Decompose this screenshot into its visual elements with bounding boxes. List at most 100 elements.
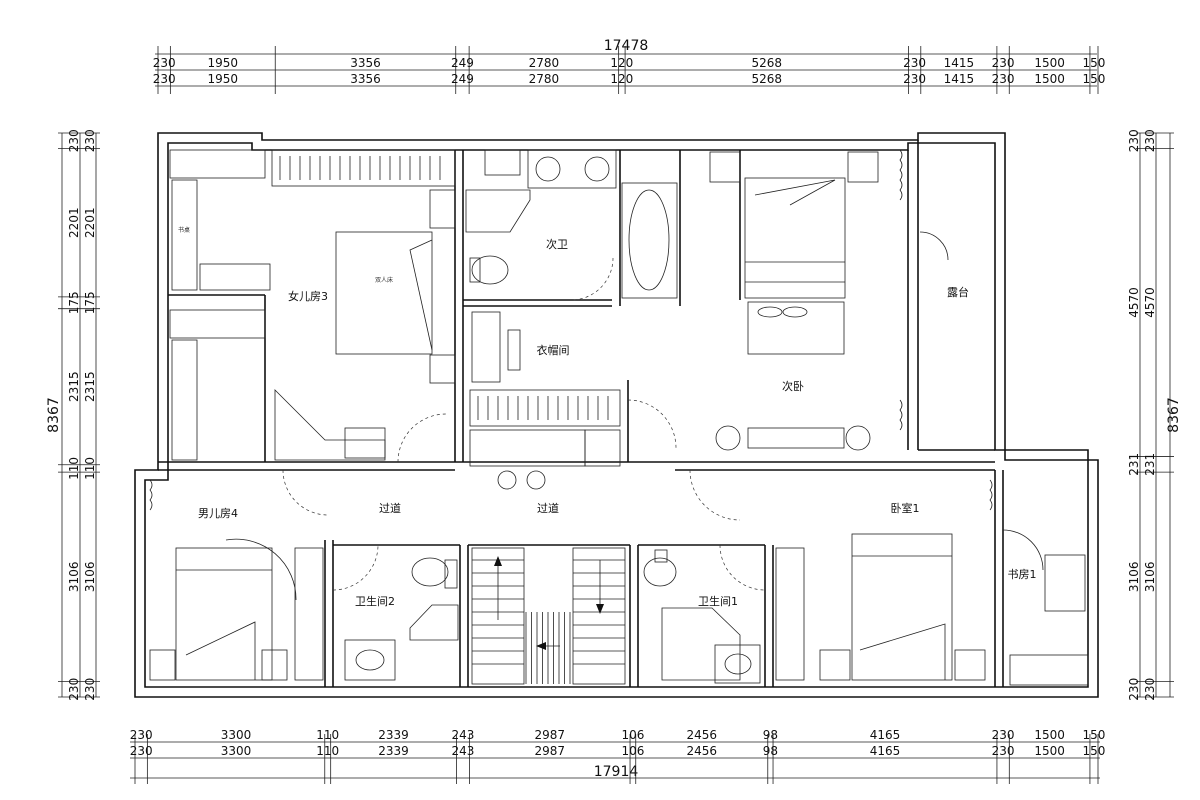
right-dim-segment-label: 4570 <box>1127 287 1141 318</box>
desk-study <box>1044 554 1086 612</box>
right-dim-segment-label: 230 <box>1143 678 1157 701</box>
left-dim-segment-label: 230 <box>67 678 81 701</box>
top-dim-segment-label: 230 <box>903 72 926 86</box>
desk-label: 书桌 <box>178 226 190 234</box>
bottom-dim-segment-label: 243 <box>451 728 474 742</box>
sofa-second-bedroom <box>747 301 845 355</box>
left-dim-segment-label: 3106 <box>67 562 81 593</box>
wardrobe-daughter-room <box>271 149 456 187</box>
top-dim-segment-label: 150 <box>1083 56 1106 70</box>
top-dim-segment-label: 5268 <box>751 56 782 70</box>
top-dim-segment-label: 3356 <box>350 56 381 70</box>
top-total-dimension: 17478 <box>604 38 649 54</box>
top-dim-segment-label: 120 <box>610 56 633 70</box>
left-dim-segment-label: 175 <box>83 291 97 314</box>
top-dim-segment-label: 230 <box>153 72 176 86</box>
label-balcony: 露台 <box>947 285 969 299</box>
label-second-bath: 次卫 <box>546 237 568 251</box>
bottom-dim-segment-label: 98 <box>763 744 778 758</box>
sink-second-bath <box>527 149 617 189</box>
left-dim-segment-label: 2201 <box>67 207 81 238</box>
label-corridor-left: 过道 <box>379 501 401 515</box>
bathtub <box>621 182 678 299</box>
label-second-bedroom: 次卧 <box>782 379 804 393</box>
top-dim-segment-label: 249 <box>451 72 474 86</box>
bottom-dim-segment-label: 2339 <box>378 744 409 758</box>
furniture: 双人床 书桌 <box>149 149 1089 686</box>
left-dim-segment-label: 2201 <box>83 207 97 238</box>
left-dimension-chain: 8367 230 2201 175 2315 110 3106 230 230 2201 175… <box>46 129 100 701</box>
top-dim-segment-label: 230 <box>992 56 1015 70</box>
bottom-dim-segment-label: 106 <box>621 728 644 742</box>
top-dim-segment-label: 1950 <box>208 72 239 86</box>
top-dim-segment-label: 3356 <box>350 72 381 86</box>
left-total-dimension: 8367 <box>46 397 62 433</box>
label-corridor-right: 过道 <box>537 501 559 515</box>
toilet-second-bath <box>471 255 509 285</box>
bottom-dim-segment-label: 2987 <box>534 728 565 742</box>
top-dim-segment-label: 1415 <box>944 72 975 86</box>
right-total-dimension: 8367 <box>1166 397 1182 433</box>
bottom-dim-segment-label: 230 <box>130 728 153 742</box>
outer-walls <box>134 132 1099 698</box>
bed-second-bedroom <box>744 177 846 299</box>
bottom-dim-segment-label: 230 <box>992 728 1015 742</box>
top-dim-segment-label: 230 <box>153 56 176 70</box>
interior-walls <box>158 140 1004 687</box>
bottom-dim-segment-label: 150 <box>1083 744 1106 758</box>
bottom-dim-segment-label: 2456 <box>686 744 717 758</box>
bottom-dim-segment-label: 106 <box>621 744 644 758</box>
label-master-bedroom: 卧室1 <box>891 501 920 515</box>
left-dim-segment-label: 110 <box>67 457 81 480</box>
left-dim-segment-label: 2315 <box>83 371 97 402</box>
bed-son-room <box>175 547 273 681</box>
right-dim-segment-label: 4570 <box>1143 287 1157 318</box>
bottom-dim-segment-label: 2339 <box>378 728 409 742</box>
bottom-dim-segment-label: 4165 <box>870 744 901 758</box>
top-dim-segment-label: 1950 <box>208 56 239 70</box>
bed-master-bedroom <box>851 533 953 681</box>
top-dim-segment-label: 1415 <box>944 56 975 70</box>
left-dim-segment-label: 3106 <box>83 562 97 593</box>
label-son-room: 男儿房4 <box>198 507 238 520</box>
top-dim-segment-label: 5268 <box>751 72 782 86</box>
doors <box>282 231 1044 591</box>
right-dim-segment-label: 230 <box>1143 129 1157 152</box>
toilet-bathroom-2 <box>411 557 449 587</box>
wardrobe-master-bedroom <box>775 547 805 681</box>
room-labels: 女儿房3 次卫 衣帽间 次卧 露台 过道 过道 男儿房4 卫生间2 卫生间1 卧… <box>198 237 1037 608</box>
bottom-dim-segment-label: 4165 <box>870 728 901 742</box>
bottom-dim-segment-label: 243 <box>451 744 474 758</box>
label-bathroom-2: 卫生间2 <box>355 594 395 608</box>
bottom-dim-segment-label: 2456 <box>686 728 717 742</box>
top-dim-segment-label: 150 <box>1083 72 1106 86</box>
top-dimension-chain: 17478 230 1950 3356 249 2780 120 5268 230 1415 23… <box>153 38 1106 94</box>
tv-cabinet <box>747 427 845 449</box>
label-daughter-room: 女儿房3 <box>288 289 328 303</box>
top-dim-segment-label: 2780 <box>529 56 560 70</box>
bottom-total-dimension: 17914 <box>594 764 639 780</box>
right-dim-segment-label: 3106 <box>1127 562 1141 593</box>
left-dim-segment-label: 230 <box>83 678 97 701</box>
bottom-dim-segment-label: 3300 <box>221 744 252 758</box>
left-dim-segment-label: 175 <box>67 291 81 314</box>
desk-daughter-room <box>171 179 198 291</box>
left-dim-segment-label: 2315 <box>67 371 81 402</box>
top-dim-segment-label: 1500 <box>1034 56 1065 70</box>
top-dim-segment-label: 1500 <box>1034 72 1065 86</box>
wardrobe-cloakroom <box>469 389 621 427</box>
left-dim-segment-label: 230 <box>83 129 97 152</box>
label-cloakroom: 衣帽间 <box>537 343 570 357</box>
staircase <box>471 547 626 685</box>
toilet-bathroom-1 <box>643 557 677 587</box>
sink-bathroom-1 <box>714 644 761 684</box>
wardrobe-son-room <box>294 547 324 681</box>
top-dim-segment-label: 230 <box>903 56 926 70</box>
bottom-dim-segment-label: 230 <box>992 744 1015 758</box>
top-dim-segment-label: 2780 <box>529 72 560 86</box>
right-dim-segment-label: 230 <box>1127 678 1141 701</box>
sink-bathroom-2 <box>344 639 396 681</box>
top-dim-segment-label: 120 <box>610 72 633 86</box>
